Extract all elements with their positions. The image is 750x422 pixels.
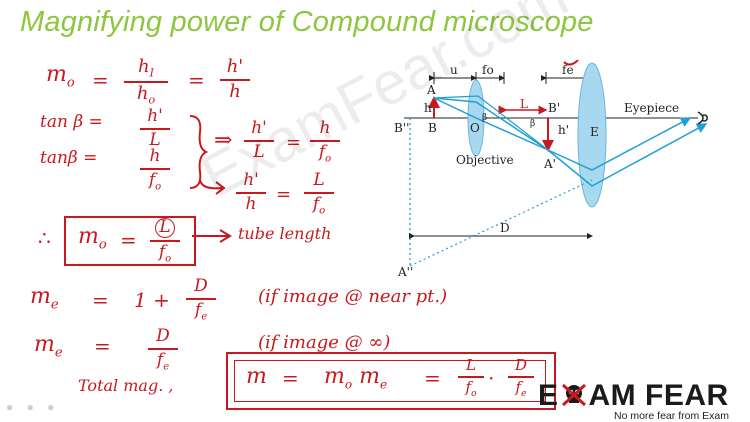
total-m: m: [246, 364, 267, 389]
tan-beta-1: tan β =: [40, 112, 103, 132]
tube-length-note: tube length: [238, 224, 332, 243]
logo-text-right: AM FEAR: [588, 379, 729, 412]
fraction-hprime-L-2: h'L: [244, 119, 274, 162]
fe-label: fe: [562, 63, 574, 77]
label-L: L: [520, 97, 528, 111]
equals-sign: =: [276, 184, 292, 205]
label-B: B: [428, 121, 437, 135]
total-mag-label: Total mag. ,: [78, 376, 174, 395]
me1-rhs: 1 +: [134, 288, 170, 312]
equals-sign: =: [120, 228, 137, 252]
equals-sign: =: [188, 68, 205, 92]
fraction-hprime-h: h'h: [220, 57, 250, 102]
dot-operator: ·: [488, 366, 495, 390]
label-Bprime: B': [548, 101, 560, 115]
label-Aprime: A': [543, 157, 556, 171]
label-E: E: [590, 125, 599, 139]
label-h: h: [424, 101, 432, 115]
label-beta-2: β: [530, 119, 535, 129]
label-hprime: h': [558, 123, 569, 137]
therefore-symbol: ∴: [38, 226, 51, 250]
label-objective: Objective: [456, 153, 514, 167]
fraction-hprime-h-2: h'h: [236, 171, 266, 214]
virtual-ray: [409, 179, 593, 267]
label-A: A: [426, 83, 436, 97]
me-symbol-2: me: [34, 332, 63, 361]
skull-icon: [561, 383, 587, 407]
u-label: u: [450, 63, 458, 77]
equals-sign: =: [286, 132, 302, 153]
me-symbol-1: me: [30, 284, 59, 313]
label-D: D: [500, 221, 510, 235]
fraction-hprime-L: h'L: [140, 107, 170, 150]
equals-sign: =: [424, 366, 441, 390]
label-O: O: [470, 121, 480, 135]
slide-indicator-dots: ● ● ●: [6, 400, 60, 414]
mo-symbol: mo: [46, 62, 75, 91]
me2-condition: (if image @ ∞): [258, 332, 391, 353]
label-beta-1: β: [482, 113, 487, 123]
tan-beta-2: tanβ =: [40, 148, 98, 168]
implies-arrow-1: ⇒: [214, 128, 233, 153]
total-box-outer: [226, 352, 556, 410]
equals-sign: =: [94, 334, 111, 358]
ray-diagram: u fo fe A B h O Objective B' L h' A' E E…: [394, 60, 708, 279]
label-Adouble: A'': [397, 265, 413, 279]
examfear-logo: E AM FEAR No more fear from Exam: [538, 379, 744, 422]
me1-condition: (if image @ near pt.): [258, 286, 448, 307]
total-box-inner: [234, 360, 546, 402]
page-title: Magnifying power of Compound microscope: [20, 6, 594, 38]
fo-label: fo: [482, 63, 494, 77]
eye-icon: [697, 111, 708, 125]
box-mo: mo: [78, 224, 107, 253]
fe-tick-mark: [563, 60, 579, 66]
brace: [189, 115, 209, 189]
implies-arrow-2: [199, 179, 226, 195]
ray-3: [433, 95, 549, 151]
equals-sign: =: [282, 366, 299, 390]
equals-sign: =: [92, 288, 109, 312]
logo-text-left: E: [538, 379, 559, 412]
label-eyepiece: Eyepiece: [624, 101, 679, 115]
label-Bdouble: B'': [394, 121, 409, 135]
total-mo-me: mo me: [324, 364, 388, 392]
eyepiece-lens: [577, 62, 607, 208]
equals-sign: =: [92, 68, 109, 92]
boxed-result: [64, 216, 196, 266]
logo-tagline: No more fear from Exam: [614, 410, 729, 422]
arrow-to-tube-length: [192, 229, 232, 243]
